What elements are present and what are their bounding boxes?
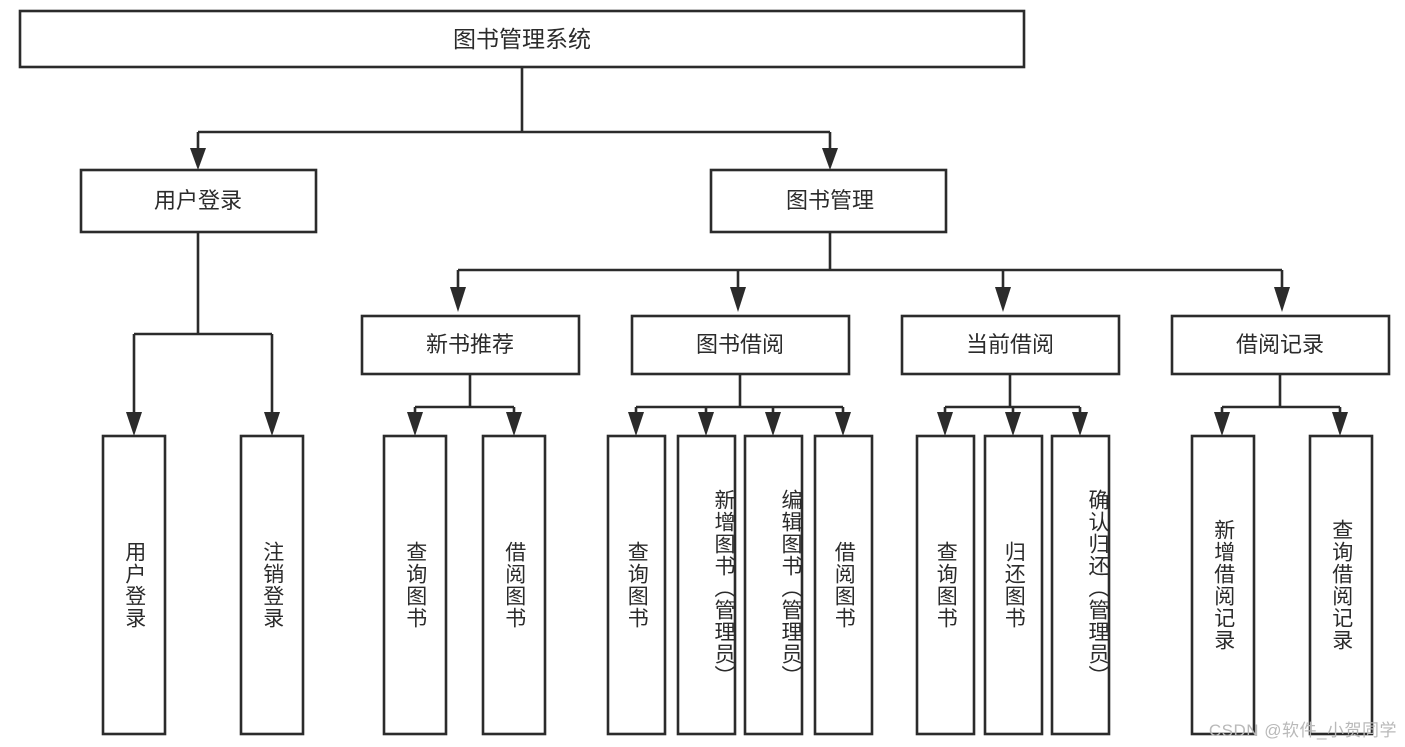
leaf-box-user-login-1[interactable] — [101, 434, 167, 736]
arrowhead-recommend-leaf-1 — [407, 412, 423, 436]
leaf-box-user-login-2[interactable] — [239, 434, 305, 736]
leaf-box-borrow-2[interactable] — [676, 434, 737, 736]
arrowhead-record-leaf-2 — [1332, 412, 1348, 436]
arrowhead-current-leaf-1 — [937, 412, 953, 436]
label-current-borrow: 当前借阅 — [966, 332, 1054, 357]
arrowhead-current — [995, 287, 1011, 312]
labels-group: 图书管理系统 用户登录 图书管理 新书推荐 图书借阅 当前借阅 借阅记录 — [154, 26, 1324, 357]
arrowhead-record-leaf-1 — [1214, 412, 1230, 436]
leaf-box-current-2[interactable] — [983, 434, 1044, 736]
label-book-manage: 图书管理 — [786, 188, 874, 213]
label-root: 图书管理系统 — [453, 26, 591, 52]
watermark-text: CSDN @软件_小贺同学 — [1208, 721, 1397, 740]
arrowhead-borrow-leaf-4 — [835, 412, 851, 436]
arrowhead-book-manage — [822, 148, 838, 170]
arrowhead-current-leaf-2 — [1005, 412, 1021, 436]
arrowhead-user-leaf-1 — [126, 412, 142, 436]
leaf-box-record-2[interactable] — [1308, 434, 1374, 736]
arrowhead-current-leaf-3 — [1072, 412, 1088, 436]
node-box-borrow-record[interactable] — [1170, 314, 1391, 376]
leaf-box-recommend-1[interactable] — [382, 434, 448, 736]
leaf-box-current-1[interactable] — [915, 434, 976, 736]
leaf-box-record-1[interactable] — [1190, 434, 1256, 736]
label-user-login: 用户登录 — [154, 188, 242, 213]
arrowhead-recommend-leaf-2 — [506, 412, 522, 436]
arrowhead-borrow-leaf-3 — [765, 412, 781, 436]
label-borrow-record: 借阅记录 — [1236, 332, 1324, 357]
label-book-borrow: 图书借阅 — [696, 332, 784, 357]
arrowhead-borrow-leaf-1 — [628, 412, 644, 436]
boxes-group — [18, 9, 1391, 736]
leaf-box-borrow-3[interactable] — [743, 434, 804, 736]
arrowheads-group — [126, 148, 1348, 436]
label-new-book-recommend: 新书推荐 — [426, 332, 514, 357]
node-box-new-book-recommend[interactable] — [360, 314, 581, 376]
arrowhead-record — [1274, 287, 1290, 312]
arrowhead-borrow-leaf-2 — [698, 412, 714, 436]
arrowhead-user-login — [190, 148, 206, 170]
node-box-book-manage[interactable] — [709, 168, 948, 234]
leaf-box-current-3[interactable] — [1050, 434, 1111, 736]
arrowhead-recommend — [450, 287, 466, 312]
leaf-box-borrow-4[interactable] — [813, 434, 874, 736]
leaf-box-borrow-1[interactable] — [606, 434, 667, 736]
node-box-current-borrow[interactable] — [900, 314, 1121, 376]
leaf-box-recommend-2[interactable] — [481, 434, 547, 736]
arrowhead-borrow — [730, 287, 746, 312]
node-box-user-login[interactable] — [79, 168, 318, 234]
node-box-book-borrow[interactable] — [630, 314, 851, 376]
arrowhead-user-leaf-2 — [264, 412, 280, 436]
node-box-root[interactable] — [18, 9, 1026, 69]
